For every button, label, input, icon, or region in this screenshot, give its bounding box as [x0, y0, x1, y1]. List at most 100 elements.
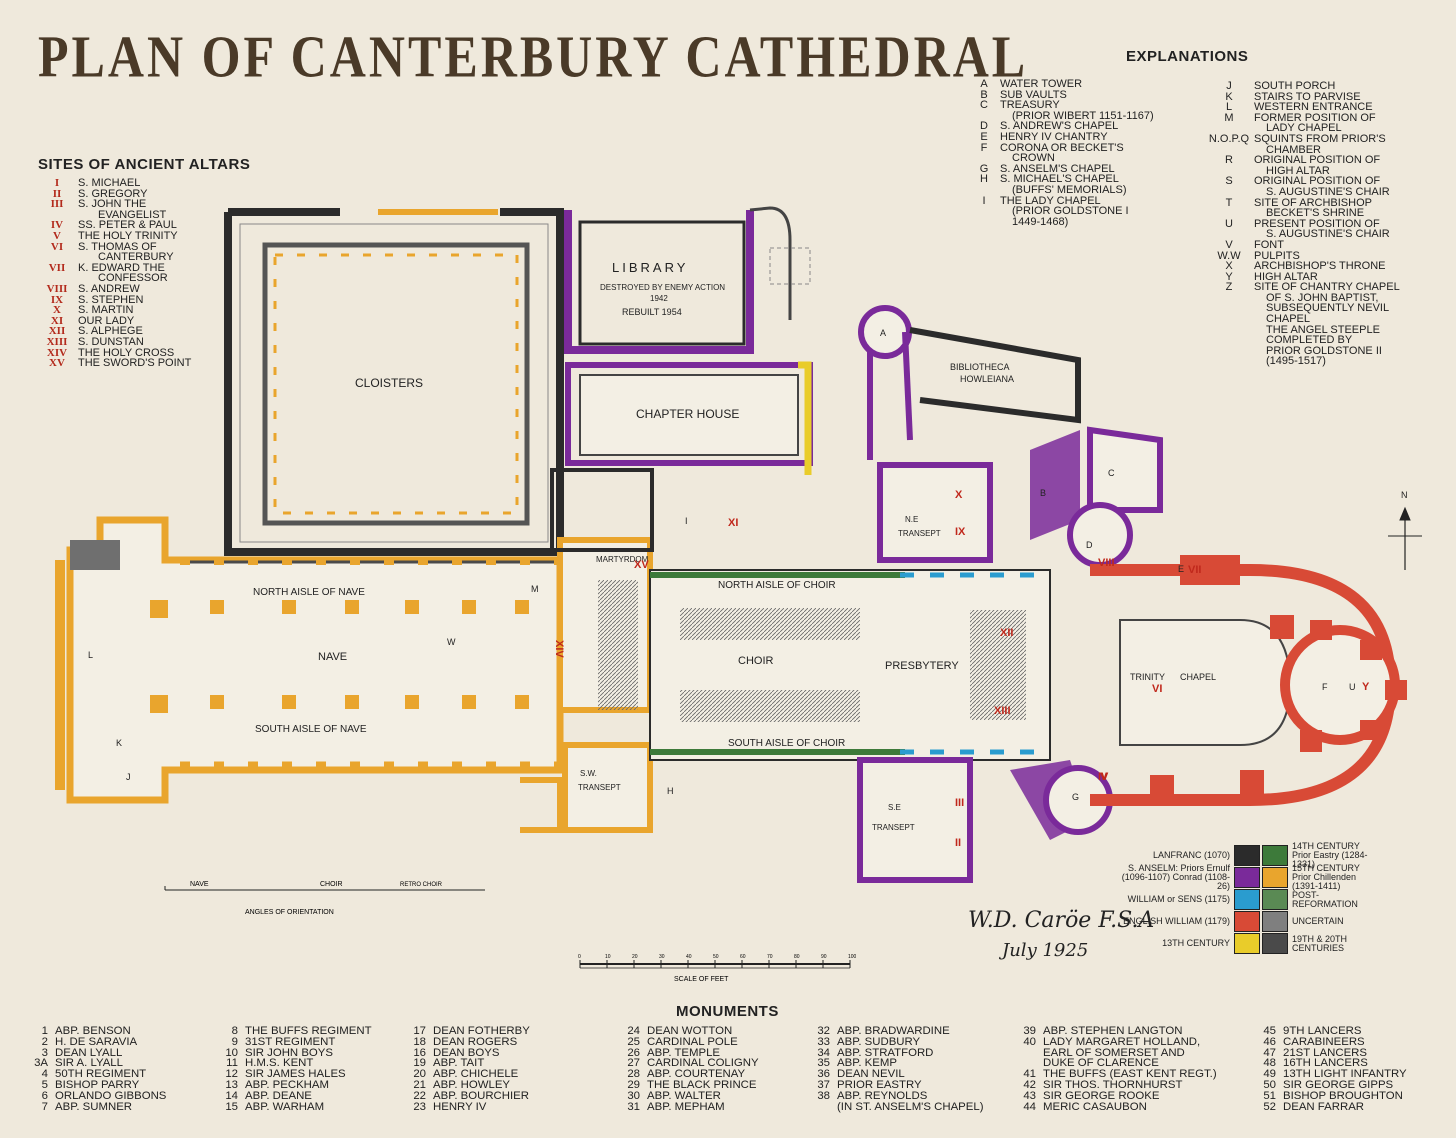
- altar-numeral: XIII: [46, 335, 68, 348]
- explanation-text: SQUINTS FROM PRIOR'S: [1254, 132, 1386, 145]
- explanation-item: (BUFFS' MEMORIALS): [970, 185, 1154, 196]
- explanation-key: M: [1224, 111, 1234, 124]
- scale-tick-label: 60: [740, 954, 746, 960]
- monument-name: DEAN FOTHERBY: [433, 1025, 530, 1037]
- altar-name: S. DUNSTAN: [78, 335, 144, 348]
- altar-numeral: III: [50, 198, 64, 211]
- legend-swatch: [1262, 845, 1288, 866]
- library-note-1: DESTROYED BY ENEMY ACTION: [600, 283, 725, 292]
- altar-name: S. GREGORY: [78, 187, 148, 200]
- explanation-key: F: [980, 141, 988, 154]
- monument-item: 31Abp. MEPHAM: [612, 1100, 759, 1113]
- monument-item: 21Abp. HOWLEY: [398, 1078, 530, 1091]
- explanation-key: Z: [1225, 281, 1233, 294]
- legend-item: LANFRANC (1070): [1120, 845, 1260, 866]
- monument-name: SIR GEORGE GIPPS: [1283, 1078, 1394, 1091]
- explanation-text: SITE OF CHANTRY CHAPEL: [1254, 281, 1400, 294]
- monument-number: [802, 1102, 837, 1113]
- altar-numeral: II: [52, 187, 62, 200]
- map-title: PLAN OF CANTERBURY CATHEDRAL: [38, 23, 1029, 90]
- explanation-key: E: [980, 130, 988, 143]
- explanation-text: CORONA OR BECKET'S: [1000, 141, 1124, 154]
- explanation-text: SITE OF ARCHBISHOP: [1254, 196, 1372, 209]
- monument-name: DEAN BOYS: [433, 1046, 500, 1059]
- south-aisle-choir-label: SOUTH AISLE OF CHOIR: [728, 738, 845, 749]
- explanations-heading: EXPLANATIONS: [1126, 48, 1249, 65]
- scale-tick-label: 70: [767, 954, 773, 960]
- orientation-nave: NAVE: [190, 881, 209, 888]
- scale-tick-label: 10: [605, 954, 611, 960]
- cathedral-plan: LIBRARY DESTROYED BY ENEMY ACTION 1942 R…: [55, 206, 1422, 883]
- altar-item: XIII S. DUNSTAN: [40, 337, 191, 348]
- legend-label: ENGLISH WILLIAM (1179): [1123, 916, 1230, 926]
- monument-number: 8: [231, 1025, 238, 1037]
- numeral-vi: VI: [1152, 683, 1162, 695]
- martyrdom-label: MARTYRDOM: [596, 555, 649, 564]
- explanation-item: PRIOR GOLDSTONE II: [1206, 346, 1400, 357]
- letter-w: W: [447, 637, 456, 647]
- monument-name: Abp. CHICHELE: [433, 1068, 519, 1081]
- explanation-text: BECKET'S SHRINE: [1266, 207, 1365, 220]
- explanation-item: LADY CHAPEL: [1206, 123, 1400, 134]
- monument-name: Abp. BOURCHIER: [433, 1089, 530, 1102]
- monument-column: 32Abp. BRADWARDINE33Abp. SUDBURY34Abp. S…: [802, 1025, 983, 1113]
- monument-name: Abp. TEMPLE: [647, 1046, 721, 1059]
- explanation-item: CHAMBER: [1206, 144, 1400, 156]
- monument-item: 4721st LANCERS: [1248, 1047, 1407, 1059]
- numeral-iv: IV: [1098, 771, 1109, 783]
- monument-item: 4816th LANCERS: [1248, 1058, 1407, 1069]
- explanation-text: S. ANSELM'S CHAPEL: [1000, 162, 1115, 175]
- numeral-viii: VIII: [1098, 557, 1115, 569]
- monument-name: Abp. HOWLEY: [433, 1078, 511, 1091]
- altar-numeral: V: [53, 229, 61, 242]
- explanation-text: (BUFFS' MEMORIALS): [1012, 183, 1127, 196]
- monument-number: 24: [627, 1025, 640, 1037]
- altar-name: K. EDWARD THE: [78, 261, 165, 274]
- explanation-key: W.W: [1217, 249, 1241, 262]
- nave-piers: [150, 600, 529, 713]
- monument-number: 49: [1263, 1068, 1276, 1081]
- explanation-text: FORMER POSITION OF: [1254, 111, 1376, 124]
- monument-number: 48: [1263, 1057, 1276, 1070]
- monument-name: Abp. STEPHEN LANGTON: [1043, 1025, 1183, 1037]
- scale-tick-label: 50: [713, 954, 719, 960]
- monument-number: 31: [627, 1100, 640, 1113]
- explanation-text: WATER TOWER: [1000, 78, 1083, 90]
- explanation-text: SOUTH PORCH: [1254, 80, 1336, 92]
- numeral-xi: XI: [728, 517, 738, 529]
- north-label: N: [1401, 490, 1408, 500]
- monument-number: 46: [1263, 1035, 1276, 1048]
- explanation-item: Z SITE OF CHANTRY CHAPEL: [1206, 282, 1400, 293]
- south-aisle-nave-label: SOUTH AISLE OF NAVE: [255, 724, 367, 735]
- explanation-text: THE LADY CHAPEL: [1000, 194, 1101, 207]
- monument-name: EARL OF SOMERSET AND: [1043, 1046, 1185, 1059]
- sw-transept-label-2: TRANSEPT: [578, 783, 621, 792]
- monument-name: 50th REGIMENT: [55, 1068, 147, 1081]
- monument-number: 18: [413, 1035, 426, 1048]
- explanation-text: S. AUGUSTINE'S CHAIR: [1266, 228, 1390, 241]
- monument-number: 34: [817, 1046, 830, 1059]
- explanation-text: S. MICHAEL'S CHAPEL: [1000, 173, 1119, 186]
- altar-item: CANTERBURY: [40, 252, 191, 263]
- monument-number: 40: [1023, 1035, 1036, 1048]
- monument-number: [1008, 1048, 1043, 1059]
- monument-number: 45: [1263, 1025, 1276, 1037]
- monument-number: 12: [225, 1068, 238, 1081]
- explanation-text: S. AUGUSTINE'S CHAIR: [1266, 185, 1390, 198]
